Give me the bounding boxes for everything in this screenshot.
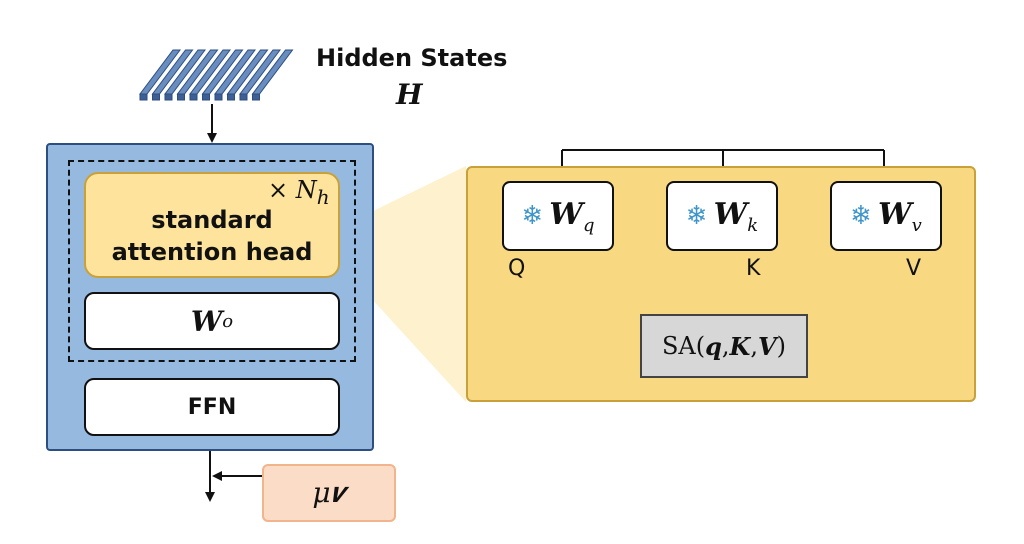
wq-symbol: W — [549, 196, 583, 232]
sa-sep1: , — [721, 332, 730, 360]
attention-head-label: standard attention head — [84, 204, 340, 268]
repeat-subscript: h — [316, 184, 330, 209]
repeat-prefix: × — [268, 176, 296, 204]
token-slab-front — [227, 93, 235, 101]
token-slab-front — [252, 93, 260, 101]
wo-symbol: W — [190, 304, 223, 338]
value-weight-box: ❄Wv — [830, 181, 942, 251]
attention-block-dashed — [68, 160, 356, 362]
snowflake-icon: ❄ — [850, 201, 872, 231]
key-weight-box: ❄Wk — [666, 181, 778, 251]
attention-head-box — [84, 172, 340, 278]
attention-head-line2: attention head — [111, 238, 313, 266]
query-label: Q — [508, 256, 526, 281]
token-slab-front — [239, 93, 248, 101]
self-attention-box: SA(q, K, V) — [640, 314, 808, 378]
sa-close: ) — [776, 332, 787, 360]
attention-head-line1: standard — [151, 206, 273, 234]
ffn-box: FFN — [84, 378, 340, 436]
hidden-states-symbol: H — [396, 78, 423, 111]
token-slab-front — [202, 93, 210, 101]
wv-subscript: v — [911, 214, 922, 236]
wk-symbol: W — [713, 196, 748, 232]
sa-sep2: , — [750, 332, 759, 360]
sa-k: K — [729, 331, 751, 361]
token-slab-front — [177, 93, 185, 101]
token-slab-front — [139, 93, 148, 101]
sa-fn: SA — [661, 332, 696, 360]
query-weight-box: ❄Wq — [502, 181, 614, 251]
key-label: K — [746, 256, 761, 281]
token-slab-front — [214, 93, 223, 101]
hidden-states-title: Hidden States — [316, 44, 508, 72]
snowflake-icon: ❄ — [685, 201, 708, 231]
wo-subscript: o — [222, 310, 234, 332]
wq-subscript: q — [582, 214, 595, 236]
sa-open: ( — [695, 332, 706, 360]
token-slab-front — [152, 93, 160, 101]
snowflake-icon: ❄ — [521, 201, 544, 231]
wv-symbol: W — [877, 196, 912, 232]
wk-subscript: k — [747, 214, 759, 236]
sa-v: V — [758, 331, 777, 361]
value-label: V — [906, 256, 922, 281]
head-repeat-label: × Nh — [268, 176, 330, 209]
sa-q: q — [705, 331, 722, 361]
token-slab-front — [164, 93, 173, 101]
repeat-symbol: N — [295, 176, 317, 204]
hidden-states-tokens-icon — [139, 49, 294, 101]
token-slab-front — [189, 93, 198, 101]
steering-vector-box: μ𝒗 — [262, 464, 396, 522]
